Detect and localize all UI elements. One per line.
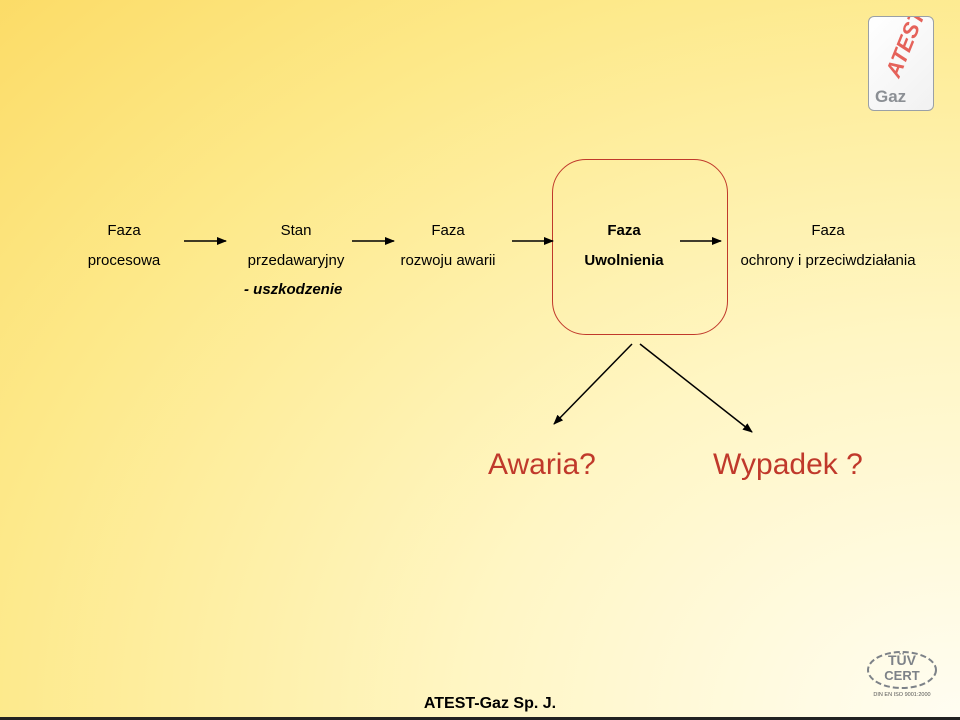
phase-failure-development-title: Faza: [431, 222, 465, 239]
logo-gaz-text: Gaz: [875, 87, 906, 106]
phase-release: Faza Uwolnienia: [570, 216, 678, 276]
phase-release-name: Uwolnienia: [584, 252, 664, 269]
phase-pre-failure-title: Stan: [280, 222, 312, 239]
phase-release-title: Faza: [607, 222, 641, 239]
phase-process-title: Faza: [107, 222, 141, 239]
outcome-failure: Awaria?: [488, 448, 596, 481]
phase-process: Faza procesowa: [84, 216, 164, 276]
outcome-accident: Wypadek ?: [713, 448, 863, 481]
footer-company-name: ATEST-Gaz Sp. J.: [423, 695, 557, 712]
tuv-cert-logo: TÜV CERT DIN EN ISO 9001:2000: [862, 646, 942, 702]
cert-text: CERT: [884, 668, 919, 683]
phase-failure-development: Faza rozwoju awarii: [392, 216, 504, 276]
phase-pre-failure-name: przedawaryjny: [247, 252, 345, 269]
phase-process-name: procesowa: [87, 252, 161, 269]
atest-gaz-logo: ATEST Gaz: [868, 5, 934, 111]
phase-failure-development-name: rozwoju awarii: [400, 252, 496, 269]
iso-text: DIN EN ISO 9001:2000: [873, 692, 930, 698]
release-phase-highlight-box: [552, 159, 728, 335]
tuv-text: TÜV: [888, 652, 917, 668]
arrow-to-accident: [639, 343, 753, 433]
phase-pre-failure-damage: - uszkodzenie: [244, 281, 343, 298]
phase-protection-title: Faza: [811, 222, 845, 239]
footer-divider-line: [0, 717, 960, 720]
arrow-to-failure: [553, 343, 633, 425]
phase-protection-name: ochrony i przeciwdziałania: [740, 252, 916, 269]
phase-protection: Faza ochrony i przeciwdziałania: [732, 216, 924, 276]
phase-pre-failure: Stan przedawaryjny: [238, 216, 354, 276]
